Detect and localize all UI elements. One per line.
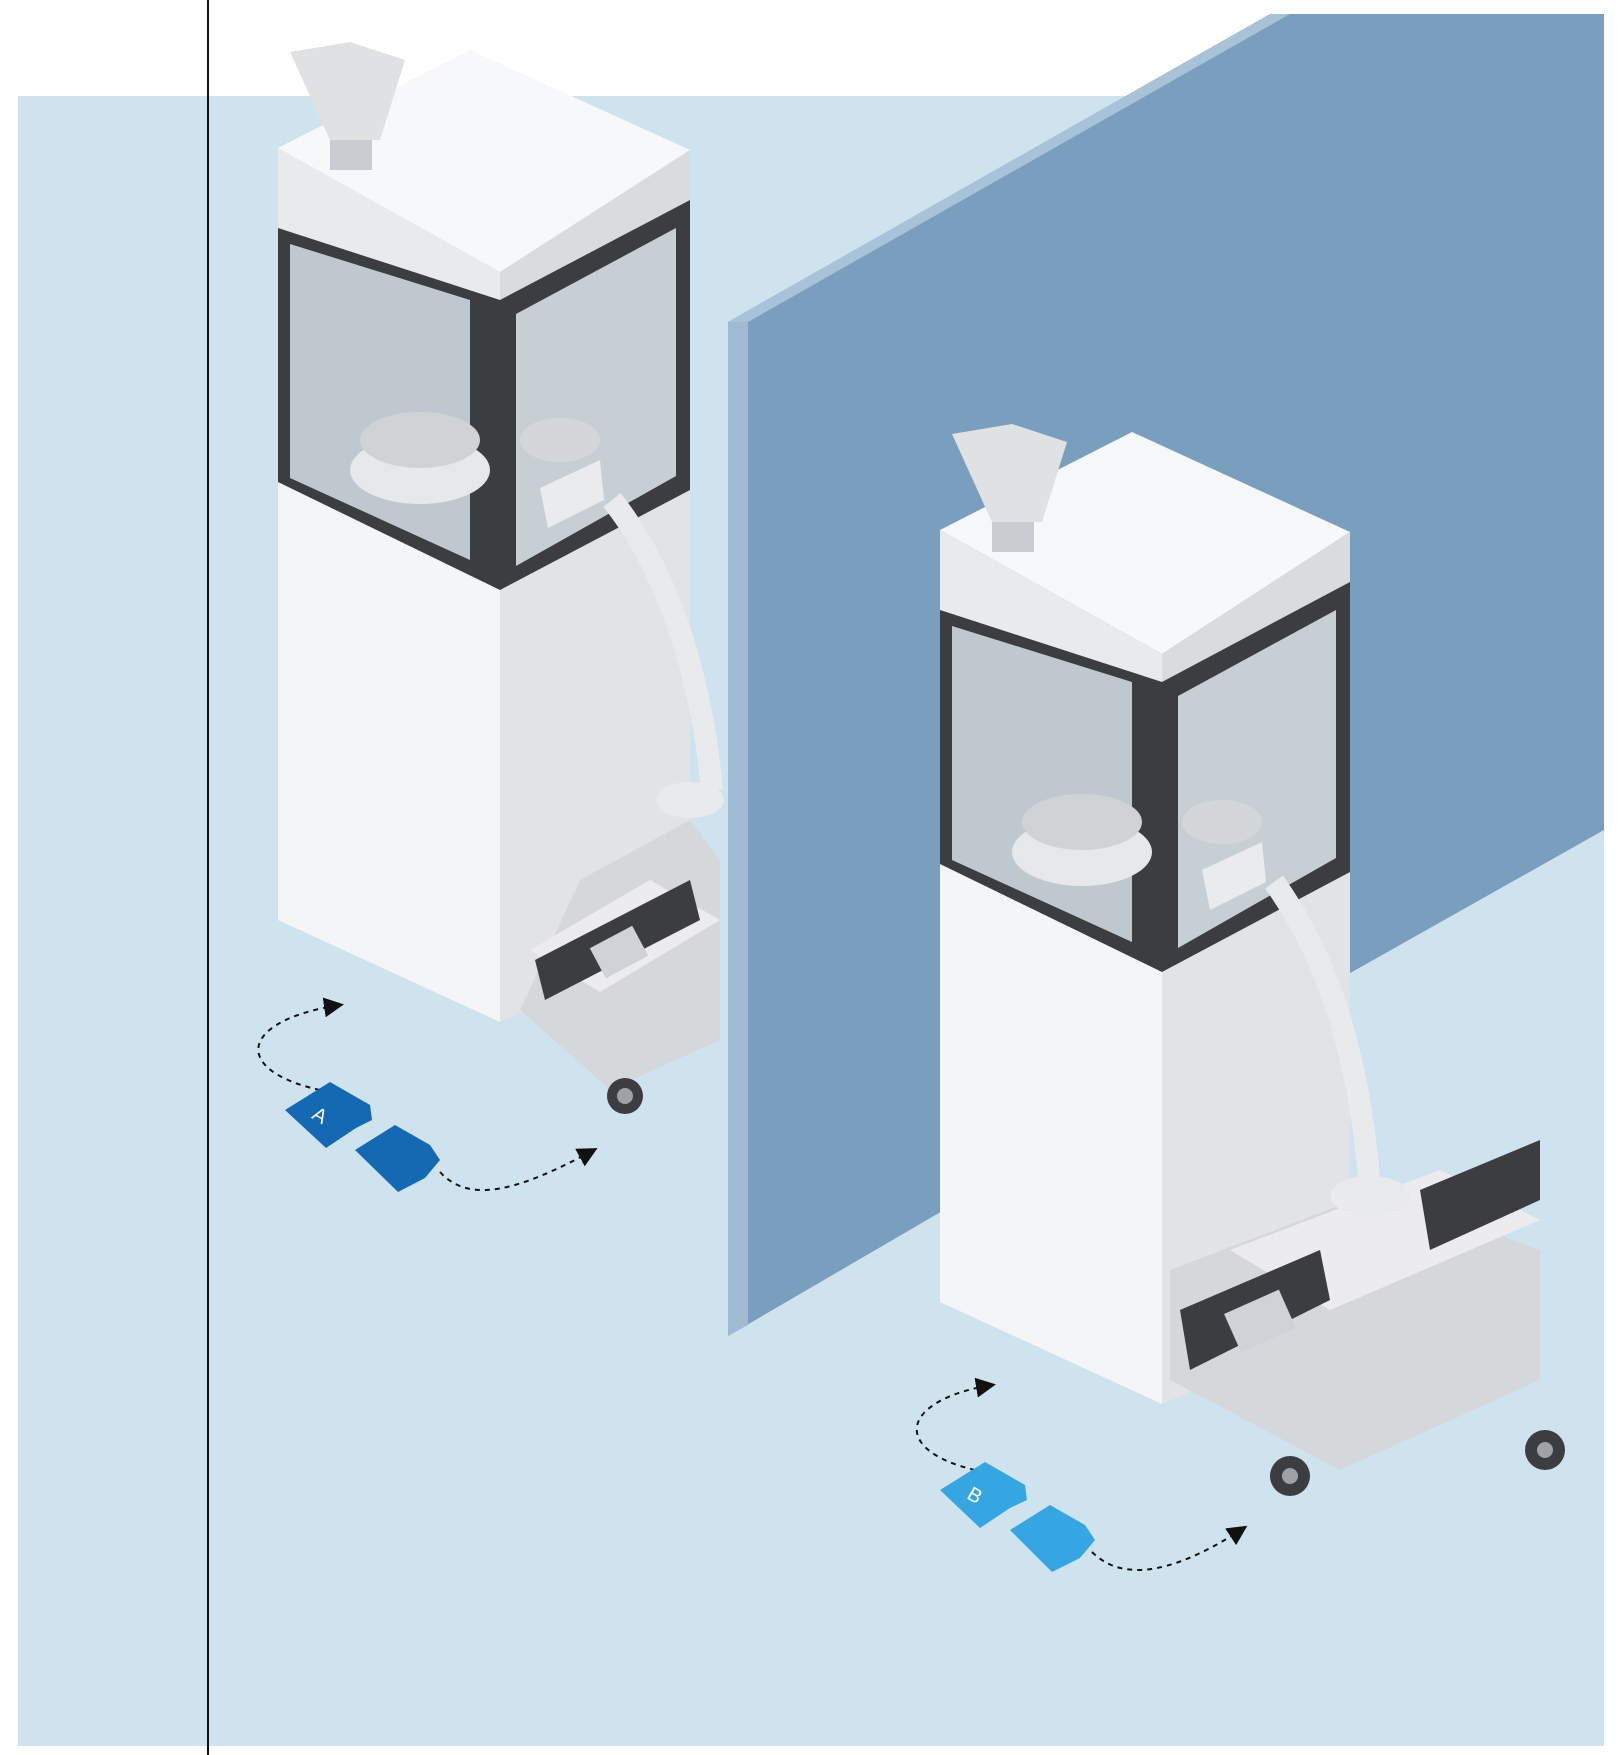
machine-a-weighing-cart bbox=[520, 782, 724, 1114]
label-group-b: B bbox=[915, 1377, 1248, 1572]
machine-b-hopper bbox=[952, 424, 1067, 522]
tag-icon bbox=[1010, 1505, 1095, 1572]
machine-a-hopper bbox=[290, 42, 405, 140]
tag-icon bbox=[285, 1082, 372, 1148]
tablet-press-machine-a bbox=[278, 42, 724, 1114]
tag-icon bbox=[940, 1462, 1027, 1528]
machine-b-weighing-cart bbox=[1170, 1140, 1565, 1496]
label-group-a: A bbox=[257, 997, 598, 1192]
arrow-icon bbox=[257, 997, 344, 1091]
tablet-press-machine-b bbox=[940, 424, 1565, 1496]
tag-icon bbox=[355, 1125, 440, 1192]
